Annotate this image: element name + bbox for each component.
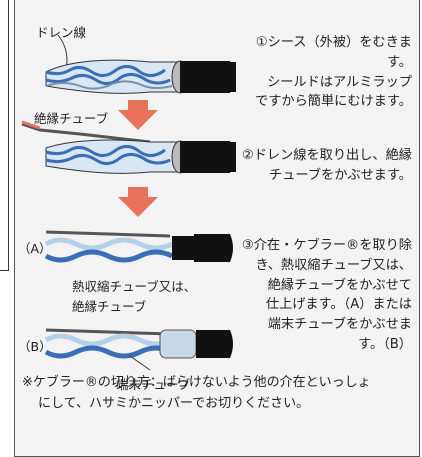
- heat-shrink-label: 熱収縮チューブ又は、: [72, 279, 197, 294]
- kevlar-cut-note: ※ケブラー®の切り方：ばらけないよう他の介在といっしょ にして、ハサミかニッパー…: [22, 372, 412, 414]
- note-line-2: にして、ハサミかニッパーでお切りください。: [38, 396, 310, 411]
- step-2-text: ②ドレン線を取り出し、絶縁 チューブをかぶせます。: [241, 148, 412, 183]
- cable-tube: [21, 120, 236, 174]
- down-arrow-2: [118, 187, 158, 217]
- down-arrow-1: [118, 100, 158, 130]
- drain-wire-label: ドレン線: [36, 25, 87, 40]
- variant-b-label: （B）: [18, 339, 52, 354]
- cable-finish-a: [44, 230, 233, 263]
- cable-stripped: [45, 34, 236, 94]
- note-line-1: ※ケブラー®の切り方：ばらけないよう他の介在といっしょ: [22, 375, 371, 390]
- left-frame: [0, 0, 9, 271]
- step-1-text: ①シース（外被）をむきます。 シールドはアルミラップ ですから簡単にむけます。: [255, 35, 412, 110]
- insulating-tube-label: 絶縁チューブ: [34, 111, 109, 126]
- heat-shrink-label-2: 絶縁チューブ: [72, 299, 147, 314]
- variant-a-label: （A）: [18, 241, 52, 256]
- step-3-text: ③介在・ケブラー®を取り除 き、熱収縮チューブ又は、 絶縁チューブをかぶせて 仕…: [241, 238, 412, 352]
- end-tube-label: 端末チューブ: [116, 377, 191, 392]
- cable-finish-b: [44, 328, 233, 371]
